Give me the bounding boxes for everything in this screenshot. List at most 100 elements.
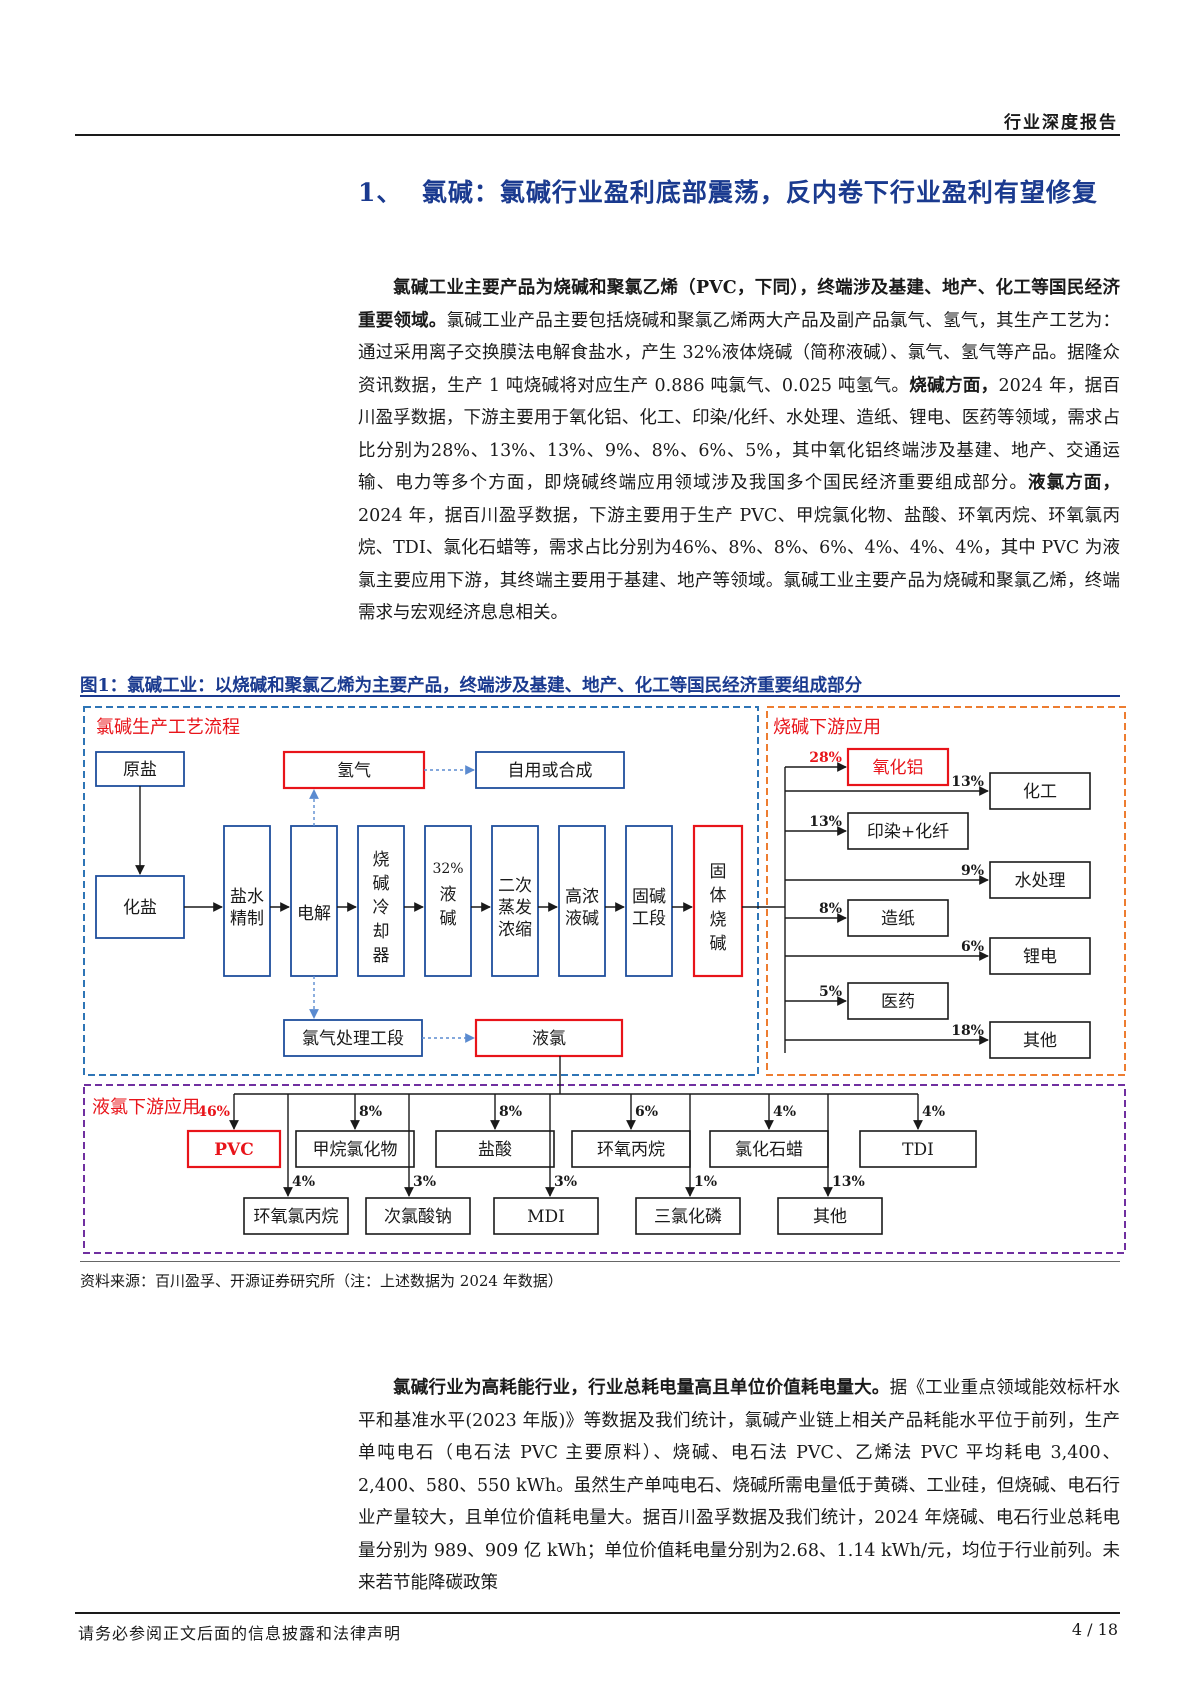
chlorine-downstream-item: 次氯酸钠 3%: [365, 1094, 471, 1235]
chlorine-downstream-pct: 3%: [413, 1174, 436, 1190]
solid-caustic-label-char: 碱: [710, 934, 727, 954]
paragraph-text: 2024 年，据百川盈孚数据，下游主要用于氧化铝、化工、印染/化纤、水处理、造纸…: [358, 375, 1120, 494]
high-conc-caustic-box: [558, 825, 606, 977]
figure-caption-rule: [80, 695, 1120, 697]
chlorine-downstream-box: [243, 1197, 349, 1235]
caustic-downstream-box: [989, 772, 1091, 810]
caustic-downstream-label: 水处理: [1015, 871, 1066, 891]
chlorine-downstream-label: 三氯化磷: [654, 1207, 722, 1227]
self-use-label: 自用或合成: [508, 761, 593, 781]
footer-disclaimer: 请务必参阅正文后面的信息披露和法律声明: [78, 1624, 402, 1643]
paragraph-energy-consumption: 氯碱行业为高耗能行业，行业总耗电量高且单位价值耗电量大。据《工业重点领域能效标杆…: [358, 1372, 1120, 1600]
brine-refine-box: [223, 825, 271, 977]
high-conc-caustic-label-line: 高浓: [565, 887, 599, 907]
chlorine-downstream-box: [709, 1130, 829, 1168]
section-title: 1、 氯碱：氯碱行业盈利底部震荡，反内卷下行业盈利有望修复: [358, 168, 1118, 218]
chlorine-downstream-label: 环氧丙烷: [597, 1140, 665, 1160]
caustic-downstream-box: [989, 861, 1091, 899]
caustic-downstream-label: 其他: [1023, 1031, 1057, 1051]
chlorine-downstream-label: TDI: [902, 1140, 934, 1160]
high-conc-caustic-label-line: 液碱: [565, 909, 599, 929]
chlorine-downstream-pct: 6%: [635, 1104, 658, 1120]
chlorine-downstream-box: [295, 1130, 415, 1168]
chlorine-downstream-label: 氯化石蜡: [735, 1140, 803, 1160]
caustic-cooler-label-char: 却: [373, 922, 390, 942]
caustic-downstream-pct: 9%: [961, 863, 984, 879]
salt-dissolve-box: [95, 875, 185, 939]
caustic-downstream-box: [846, 747, 950, 787]
caustic-cooler-label-char: 烧: [373, 850, 390, 870]
caustic-downstream-label: 造纸: [881, 909, 915, 929]
liquid-chlorine-box: [474, 1018, 624, 1058]
caustic-downstream-label: 化工: [1023, 782, 1057, 802]
paragraph-lead: 氯碱行业为高耗能行业，行业总耗电量高且单位价值耗电量大。: [393, 1378, 890, 1398]
caustic-cooler-label-char: 冷: [373, 898, 390, 918]
header-divider: [75, 134, 1120, 136]
caustic-downstream-pct: 13%: [809, 814, 842, 830]
chlorine-downstream-box: [186, 1129, 282, 1169]
figure-caption: 图1：氯碱工业：以烧碱和聚氯乙烯为主要产品，终端涉及基建、地产、化工等国民经济重…: [80, 676, 863, 696]
brine-refine-label-line: 精制: [230, 909, 264, 929]
caustic-downstream-box: [989, 937, 1091, 975]
caustic-downstream-item: 医药 5%: [785, 982, 949, 1020]
hydrogen-label: 氢气: [337, 761, 371, 781]
chlorine-downstream-label: 盐酸: [478, 1140, 512, 1160]
paragraph-emphasis: 烧碱方面，: [909, 375, 999, 396]
caustic-downstream-pct: 6%: [961, 939, 984, 955]
caustic-downstream-pct: 8%: [819, 901, 842, 917]
chlorine-downstream-pct: 8%: [499, 1104, 522, 1120]
caustic-downstream-item: 造纸 8%: [785, 899, 949, 937]
section-number: 1、: [358, 178, 403, 207]
caustic-downstream-pct: 13%: [951, 774, 984, 790]
chlorine-downstream-label: 其他: [813, 1207, 847, 1227]
chlorine-downstream-box: [493, 1197, 599, 1235]
chlorine-treatment-label: 氯气处理工段: [302, 1029, 404, 1049]
liquid-chlorine-label: 液氯: [532, 1029, 566, 1049]
chlorine-downstream-pct: 13%: [832, 1174, 865, 1190]
paragraph-text: 氯碱工业产品主要包括烧碱和聚氯乙烯两大产品及副产品氯气、氢气，其生产工艺为：通过…: [358, 310, 1121, 396]
process-group-frame: [83, 706, 759, 1076]
page-number: 4 / 18: [1071, 1620, 1118, 1639]
evaporation-label-line: 浓缩: [498, 920, 532, 940]
caustic-cooler-label-char: 器: [373, 946, 390, 966]
caustic-downstream-pct: 28%: [809, 750, 842, 766]
solid-caustic-section-label-line: 工段: [632, 909, 666, 929]
chlorine-downstream-box: [365, 1197, 471, 1235]
caustic-downstream-box: [847, 812, 969, 850]
liquid-caustic-32-char: 碱: [440, 909, 457, 929]
chlorine-downstream-item: 其他 13%: [777, 1094, 883, 1235]
paragraph-chlor-alkali-overview: 氯碱工业主要产品为烧碱和聚氯乙烯（PVC，下同），终端涉及基建、地产、化工等国民…: [358, 272, 1120, 630]
caustic-downstream-box: [847, 982, 949, 1020]
caustic-downstream-item: 锂电6%: [785, 937, 1091, 975]
chlorine-downstream-box: [635, 1197, 741, 1235]
chlorine-downstream-label: 环氧氯丙烷: [254, 1207, 339, 1227]
caustic-downstream-label: 医药: [881, 992, 915, 1012]
solid-caustic-box: [692, 824, 744, 978]
figure-bottom-rule: [80, 1261, 1120, 1262]
caustic-downstream-pct: 5%: [819, 984, 842, 1000]
raw-salt-label: 原盐: [123, 760, 157, 780]
chlorine-downstream-pct: 1%: [694, 1174, 717, 1190]
evaporation-box: [491, 825, 539, 977]
caustic-group-title: 烧碱下游应用: [773, 717, 881, 738]
liquid-caustic-32-label: 32%液碱: [432, 861, 463, 929]
chlorine-downstream-label: 次氯酸钠: [384, 1207, 452, 1227]
liquid-caustic-32-pct: 32%: [432, 861, 463, 877]
caustic-downstream-label: 印染+化纤: [867, 822, 949, 842]
caustic-downstream-box: [989, 1021, 1091, 1059]
chlorine-downstream-box: [859, 1130, 977, 1168]
section-heading: 氯碱：氯碱行业盈利底部震荡，反内卷下行业盈利有望修复: [421, 178, 1098, 207]
solid-caustic-section-box: [625, 825, 673, 977]
chlorine-downstream-box: [435, 1130, 555, 1168]
report-type-label: 行业深度报告: [1004, 113, 1118, 133]
chlorine-downstream-box: [777, 1197, 883, 1235]
